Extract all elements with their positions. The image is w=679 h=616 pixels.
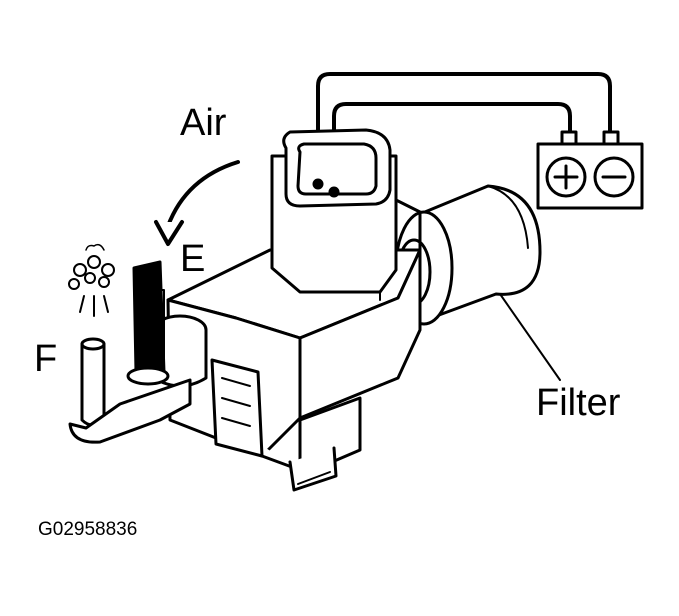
test-leads xyxy=(316,72,612,192)
label-filter: Filter xyxy=(536,382,621,424)
label-air: Air xyxy=(180,102,227,144)
port-e xyxy=(126,260,208,388)
air-puffs-icon xyxy=(68,243,115,317)
label-f: F xyxy=(34,338,58,380)
air-flow-arrow-icon xyxy=(154,160,240,246)
figure-reference: G02958836 xyxy=(38,519,138,540)
filter-leader-line xyxy=(499,293,561,381)
electrical-connector xyxy=(270,128,422,294)
port-f xyxy=(68,337,192,444)
label-e: E xyxy=(180,238,206,280)
air-hose xyxy=(132,260,166,374)
battery xyxy=(536,130,644,210)
valve-body xyxy=(166,248,422,492)
